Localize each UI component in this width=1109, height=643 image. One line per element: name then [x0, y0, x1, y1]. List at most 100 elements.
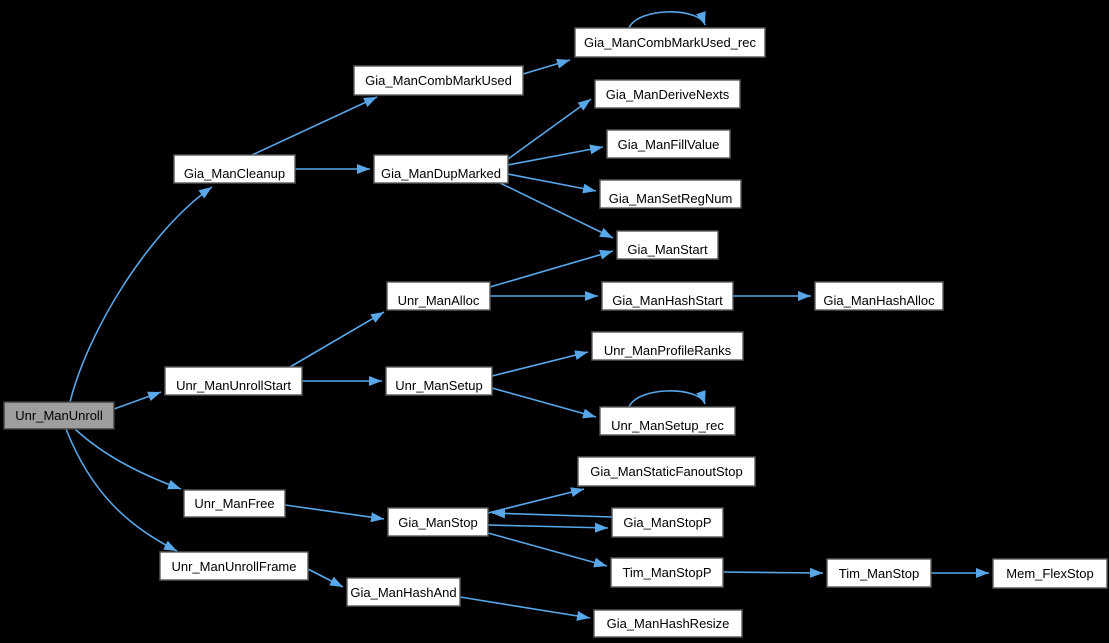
edge-unr_manunrollframe-gia_manhashand — [307, 568, 344, 588]
edge-gia_mandupmarked-gia_manstart — [499, 182, 614, 239]
node-box — [159, 551, 309, 581]
node-label: Gia_ManDupMarked — [381, 166, 501, 181]
node-box — [353, 65, 524, 96]
node-box — [992, 558, 1108, 589]
edge-gia_mandupmarked-gia_manfillvalue — [507, 144, 604, 166]
node-box — [599, 179, 742, 209]
edge-unr_mansetup-unr_mansetup_rec — [491, 387, 597, 419]
node-label: Unr_ManUnrollStart — [176, 378, 291, 393]
node-unr_manprofileranks[interactable]: Unr_ManProfileRanks — [591, 331, 744, 361]
edge-layer — [65, 11, 989, 621]
node-label: Gia_ManCombMarkUsed — [365, 73, 512, 88]
node-gia_manstaticfanoutstop[interactable]: Gia_ManStaticFanoutStop — [577, 456, 756, 487]
node-unr_manunroll: Unr_ManUnroll — [3, 401, 115, 430]
node-label: Unr_ManSetup — [395, 378, 482, 393]
node-tim_manstopp[interactable]: Tim_ManStopP — [610, 557, 724, 588]
node-box — [616, 230, 719, 260]
node-label: Unr_ManSetup_rec — [611, 418, 724, 433]
edge-unr_manunrollstart-unr_manalloc — [289, 311, 385, 368]
node-label: Tim_ManStop — [839, 566, 919, 581]
edge-unr_manunroll-unr_manunrollframe — [65, 428, 178, 552]
edge-gia_manstop-tim_manstopp — [487, 532, 608, 568]
node-label: Gia_ManCombMarkUsed_rec — [584, 35, 756, 50]
node-unr_mansetup[interactable]: Unr_ManSetup — [385, 366, 493, 396]
node-gia_mansetregnum[interactable]: Gia_ManSetRegNum — [599, 179, 742, 209]
node-box — [593, 609, 743, 638]
node-label: Unr_ManProfileRanks — [604, 343, 732, 358]
edge-unr_mansetup-unr_manprofileranks — [491, 350, 589, 377]
node-tim_manstop[interactable]: Tim_ManStop — [826, 558, 932, 588]
node-gia_manhashresize[interactable]: Gia_ManHashResize — [593, 609, 743, 638]
node-box — [346, 577, 461, 607]
node-box — [183, 489, 286, 518]
node-box — [599, 406, 736, 436]
node-gia_manhashalloc[interactable]: Gia_ManHashAlloc — [814, 281, 944, 311]
edge-unr_manunroll-gia_mancleanup — [69, 186, 213, 403]
edge-gia_manstopp-gia_manstop — [491, 508, 613, 519]
edge-gia_mancleanup-gia_mancombmarkused — [251, 96, 378, 156]
node-label: Unr_ManUnrollFrame — [172, 559, 297, 574]
node-box — [610, 557, 724, 588]
node-gia_manhashstart[interactable]: Gia_ManHashStart — [601, 281, 734, 311]
node-label: Unr_ManFree — [194, 496, 274, 511]
edge-gia_manstop-gia_manstaticfanoutstop — [487, 487, 585, 514]
node-gia_manhashand[interactable]: Gia_ManHashAnd — [346, 577, 461, 607]
node-gia_manstopp[interactable]: Gia_ManStopP — [611, 507, 724, 538]
node-box — [173, 154, 296, 184]
edge-selfloop-unr_mansetup_rec — [628, 390, 706, 408]
edge-gia_manstop-gia_manstopp — [487, 522, 609, 533]
node-label: Gia_ManStart — [627, 242, 708, 257]
edge-selfloop-gia_mancombmarkused_rec — [628, 11, 706, 29]
node-mem_flexstop[interactable]: Mem_FlexStop — [992, 558, 1108, 589]
edge-unr_manfree-gia_manstop — [284, 504, 385, 523]
node-label: Gia_ManHashAlloc — [823, 293, 935, 308]
edge-tim_manstopp-tim_manstop — [722, 567, 824, 578]
node-box — [591, 331, 744, 361]
node-gia_manderivenexts[interactable]: Gia_ManDeriveNexts — [594, 79, 741, 109]
node-label: Gia_ManStopP — [623, 515, 711, 530]
edge-gia_mandupmarked-gia_manderivenexts — [507, 98, 592, 160]
node-box — [826, 558, 932, 588]
node-label: Gia_ManHashResize — [607, 616, 730, 631]
node-gia_manstop[interactable]: Gia_ManStop — [387, 507, 489, 537]
node-box — [373, 154, 509, 184]
node-box — [574, 27, 766, 58]
edge-gia_mancombmarkused-gia_mancombmarkused_rec — [522, 58, 571, 75]
node-gia_mancleanup[interactable]: Gia_ManCleanup — [173, 154, 296, 184]
node-label: Gia_ManDeriveNexts — [606, 87, 730, 102]
node-label: Unr_ManAlloc — [398, 293, 480, 308]
node-box — [594, 79, 741, 109]
node-box — [3, 401, 115, 430]
node-label: Gia_ManCleanup — [184, 166, 285, 181]
node-box — [606, 129, 731, 159]
node-unr_manunrollstart[interactable]: Unr_ManUnrollStart — [164, 366, 303, 396]
node-gia_manstart[interactable]: Gia_ManStart — [616, 230, 719, 260]
node-box — [387, 507, 489, 537]
edge-unr_manalloc-gia_manstart — [489, 249, 614, 288]
edge-unr_manunroll-unr_manfree — [74, 428, 182, 490]
node-gia_mandupmarked[interactable]: Gia_ManDupMarked — [373, 154, 509, 184]
node-box — [601, 281, 734, 311]
node-label: Gia_ManFillValue — [618, 137, 720, 152]
node-unr_manfree[interactable]: Unr_ManFree — [183, 489, 286, 518]
node-box — [164, 366, 303, 396]
edge-gia_manhashand-gia_manhashresize — [459, 596, 591, 621]
node-box — [386, 281, 491, 311]
node-label: Gia_ManSetRegNum — [609, 191, 733, 206]
edge-gia_mandupmarked-gia_mansetregnum — [507, 173, 597, 194]
node-gia_mancombmarkused_rec[interactable]: Gia_ManCombMarkUsed_rec — [574, 27, 766, 58]
node-label: Gia_ManStaticFanoutStop — [590, 464, 742, 479]
edge-unr_manunroll-unr_manunrollstart — [113, 391, 162, 410]
node-label: Gia_ManStop — [398, 515, 478, 530]
node-box — [814, 281, 944, 311]
node-gia_mancombmarkused[interactable]: Gia_ManCombMarkUsed — [353, 65, 524, 96]
node-gia_manfillvalue[interactable]: Gia_ManFillValue — [606, 129, 731, 159]
node-box — [385, 366, 493, 396]
node-unr_manunrollframe[interactable]: Unr_ManUnrollFrame — [159, 551, 309, 581]
node-label: Mem_FlexStop — [1006, 566, 1093, 581]
node-label: Gia_ManHashAnd — [350, 585, 456, 600]
node-unr_mansetup_rec[interactable]: Unr_ManSetup_rec — [599, 406, 736, 436]
node-unr_manalloc[interactable]: Unr_ManAlloc — [386, 281, 491, 311]
